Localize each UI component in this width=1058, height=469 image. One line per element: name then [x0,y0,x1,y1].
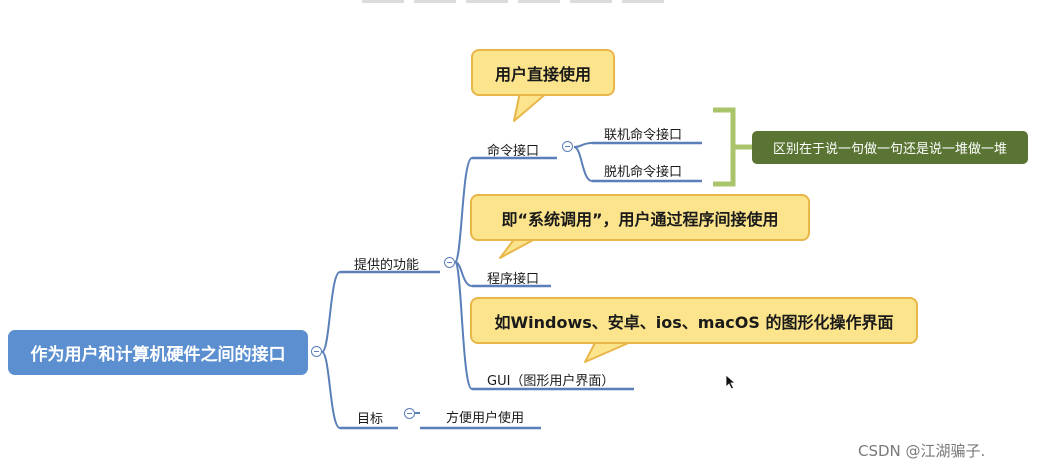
connector-root-functions [321,271,341,353]
connector-functions-command [454,157,473,263]
root-collapse-toggle[interactable] [311,346,322,357]
node-offline-command[interactable]: 脱机命令接口 [604,165,683,180]
node-goal-child[interactable]: 方便用户使用 [446,411,525,426]
mouse-cursor-icon [725,374,737,390]
toolbar-remnant [414,0,456,3]
node-command-interface[interactable]: 命令接口 [487,144,540,159]
summary-bracket [713,107,752,187]
gui-note-text: 如Windows、安卓、ios、macOS 的图形化操作界面 [494,312,894,332]
summary-text: 区别在于说一句做一句还是说一堆做一堆 [772,142,1007,157]
functions-collapse-toggle[interactable] [444,257,455,268]
summary-box[interactable]: 区别在于说一句做一句还是说一堆做一堆 [752,131,1028,164]
root-label: 作为用户和计算机硬件之间的接口 [30,345,286,365]
toolbar-remnant [466,0,508,3]
toolbar-remnant [622,0,664,3]
node-functions[interactable]: 提供的功能 [354,258,420,273]
gui-note-tail [584,340,634,363]
program-note-text: 即“系统调用”，用户通过程序间接使用 [501,209,779,229]
command-note-tail [513,91,549,122]
node-gui[interactable]: GUI（图形用户界面） [487,374,615,389]
connector-command-offline [573,146,593,182]
command-note: 用户直接使用 [471,49,615,96]
watermark: CSDN @江湖骗子. [858,442,986,460]
toolbar-remnant [570,0,612,3]
connector-functions-gui [454,261,473,390]
goal-collapse-toggle[interactable] [404,408,415,419]
command-collapse-toggle[interactable] [562,141,573,152]
node-program-interface[interactable]: 程序接口 [487,272,540,287]
connector-root-goal [321,351,341,429]
connector-command-online [573,142,593,148]
toolbar-remnant [518,0,560,3]
gui-note: 如Windows、安卓、ios、macOS 的图形化操作界面 [470,297,918,344]
node-goal[interactable]: 目标 [357,412,384,427]
program-note: 即“系统调用”，用户通过程序间接使用 [470,194,810,241]
node-online-command[interactable]: 联机命令接口 [604,128,683,143]
root-node[interactable]: 作为用户和计算机硬件之间的接口 [8,330,308,375]
program-note-tail [499,237,538,259]
toolbar-remnant [362,0,404,3]
command-note-text: 用户直接使用 [494,64,591,84]
